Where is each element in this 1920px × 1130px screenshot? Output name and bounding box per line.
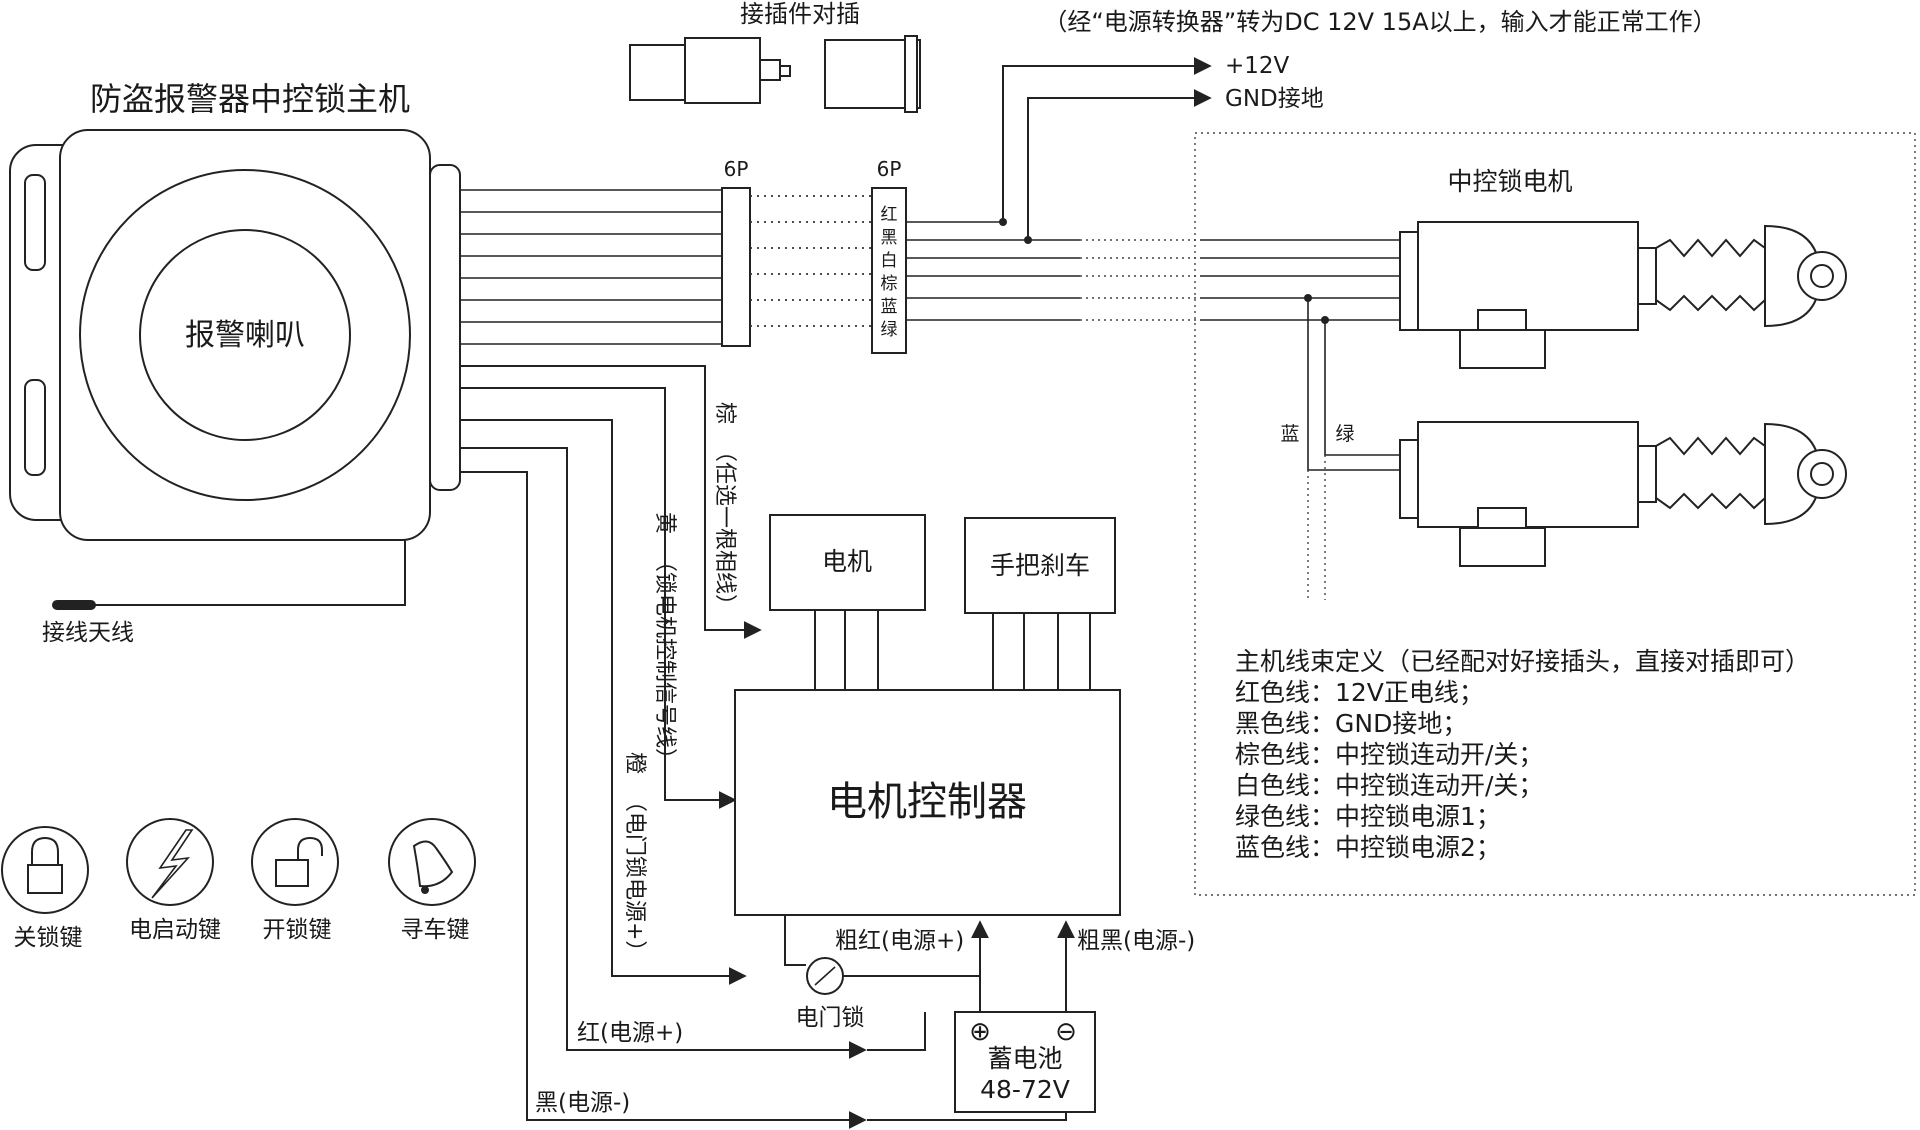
lock-motor-area-border — [1194, 132, 1916, 896]
orange-wire — [460, 419, 747, 985]
plug-female-rim — [904, 35, 918, 113]
lock-motor-title: 中控锁电机 — [1447, 167, 1572, 196]
legend-item: 棕色线：中控锁连动开/关； — [1235, 740, 1543, 769]
host-harness-wires — [460, 189, 722, 345]
yellow-wire — [460, 387, 737, 809]
battery-box — [954, 1011, 1096, 1113]
brown-wire — [460, 365, 762, 639]
speaker-inner-ring — [139, 229, 351, 441]
plus-12v-wire — [1002, 57, 1212, 222]
yellow-label: 黄 — [652, 512, 677, 534]
pin-white: 白 — [881, 251, 898, 271]
controller-label: 电机控制器 — [827, 779, 1027, 825]
battery-label: 蓄电池 — [987, 1044, 1062, 1073]
connector-title: 接插件对插 — [740, 0, 860, 28]
antenna-label: 接线天线 — [42, 620, 134, 646]
unlock-key-label: 开锁键 — [263, 917, 332, 943]
ignition-label: 电门锁 — [796, 1005, 865, 1031]
gnd-label: GND接地 — [1225, 86, 1324, 112]
lock-harness-wires — [906, 221, 1400, 321]
lock-motor-1 — [1399, 221, 1847, 369]
gnd-wire — [1027, 89, 1212, 240]
connector-plugs: 接插件对插 — [629, 0, 921, 113]
red-wire — [460, 447, 867, 1059]
legend-item: 蓝色线：中控锁电源2； — [1235, 833, 1501, 862]
connector-pin-colors: 红 黑 白 棕 蓝 绿 — [881, 205, 898, 340]
remote-key-find: 寻车键 — [388, 818, 476, 943]
connector-6p-left-label: 6P — [724, 157, 749, 181]
brake-box — [964, 517, 1116, 614]
antenna-tip — [52, 600, 96, 610]
lock-branch-wires — [1304, 294, 1400, 600]
battery-minus: ⊖ — [1055, 1017, 1077, 1047]
antenna-wire — [95, 540, 406, 606]
blue-wire-label: 蓝 — [1280, 423, 1299, 445]
battery-voltage: 48-72V — [980, 1075, 1070, 1104]
pin-blue: 蓝 — [881, 297, 898, 317]
alarm-host-unit: 防盗报警器中控锁主机 报警喇叭 — [9, 80, 461, 541]
host-connector-strip — [429, 164, 461, 491]
orange-note: （电门锁电源+） — [622, 790, 647, 962]
battery-plus: ⊕ — [969, 1017, 991, 1047]
thick-black-label: 粗黑(电源-) — [1077, 928, 1195, 954]
host-title: 防盗报警器中控锁主机 — [90, 80, 410, 118]
motor-controller-box — [734, 689, 1121, 916]
host-slot-top — [24, 174, 46, 271]
pin-red: 红 — [881, 205, 898, 225]
legend-title: 主机线束定义（已经配对好接插头，直接对插即可） — [1235, 647, 1810, 676]
remote-key-start: 电启动键 — [126, 818, 221, 943]
pin-green: 绿 — [881, 320, 898, 340]
red-power-label: 红(电源+) — [577, 1020, 683, 1046]
ignition-switch-lever — [814, 966, 836, 986]
power-converter-note: （经“电源转换器”转为DC 12V 15A以上，输入才能正常工作） — [1043, 8, 1716, 36]
connector-6p-right-label: 6P — [877, 157, 902, 181]
connector-6p-right — [871, 187, 907, 354]
gnd-junction — [1024, 236, 1032, 244]
host-slot-bottom — [24, 379, 46, 476]
plug-male-pin — [759, 59, 781, 81]
find-key-label: 寻车键 — [401, 917, 470, 943]
wire-labels: 棕 （任选一根相线） 黄 （锁电机控制信号线） 橙 （电门锁电源+） 红(电源+… — [535, 402, 737, 1116]
start-key-label: 电启动键 — [129, 917, 221, 943]
red-return-wire — [867, 1012, 926, 1051]
green-wire-label: 绿 — [1335, 423, 1354, 445]
legend-item: 黑色线：GND接地； — [1235, 709, 1467, 738]
legend-item: 白色线：中控锁连动开/关； — [1235, 771, 1543, 800]
black-power-label: 黑(电源-) — [535, 1090, 630, 1116]
plus-12v-junction — [999, 218, 1007, 226]
bell-icon — [412, 840, 454, 894]
motor-box — [769, 514, 926, 611]
lock-key-label: 关锁键 — [14, 925, 83, 951]
ignition-feed-wire — [784, 915, 806, 966]
legend-item: 绿色线：中控锁电源1； — [1235, 802, 1501, 831]
lightning-icon — [151, 829, 194, 899]
thick-red-label: 粗红(电源+) — [835, 928, 964, 954]
plug-male-tip — [779, 65, 791, 77]
motor-box-label: 电机 — [822, 547, 872, 576]
unlocked-padlock-icon — [275, 836, 323, 887]
plug-male-body — [629, 44, 686, 101]
brake-box-label: 手把刹车 — [990, 551, 1090, 580]
brown-note: （任选一根相线） — [712, 440, 737, 616]
connector-6p-left — [721, 187, 751, 347]
yellow-note: （锁电机控制信号线） — [652, 550, 677, 770]
remote-key-lock: 关锁键 — [1, 826, 89, 951]
legend-item: 红色线：12V正电线； — [1235, 678, 1484, 707]
speaker-label: 报警喇叭 — [185, 318, 305, 353]
pin-brown: 棕 — [881, 274, 898, 294]
orange-label: 橙 — [622, 752, 647, 774]
controller-upper-wires — [814, 610, 1091, 690]
black-wire — [460, 471, 867, 1129]
remote-key-unlock: 开锁键 — [251, 818, 339, 943]
plus-12v-label: +12V — [1225, 53, 1290, 79]
lock-motor-2 — [1399, 421, 1847, 567]
connector-gap-dots — [750, 195, 872, 327]
plug-male-head — [684, 37, 761, 104]
brown-label: 棕 — [712, 402, 737, 424]
pin-black: 黑 — [881, 228, 898, 248]
locked-padlock-icon — [27, 836, 63, 894]
wire-definition-legend: 主机线束定义（已经配对好接插头，直接对插即可） 红色线：12V正电线； 黑色线：… — [1235, 647, 1810, 862]
